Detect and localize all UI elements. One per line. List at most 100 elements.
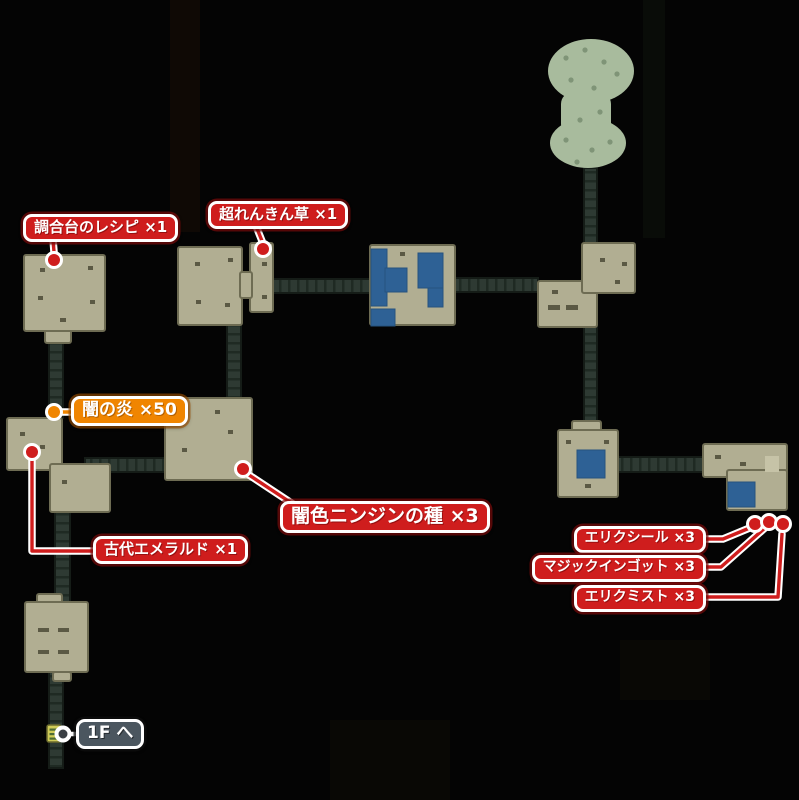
shadow-shape [643, 0, 665, 238]
label-compounding-table-recipe: 調合台のレシピ ×1 [23, 214, 179, 242]
door-mark [195, 262, 200, 266]
cave-blob [561, 92, 611, 136]
map-corridor [617, 456, 704, 473]
door-mark [262, 262, 267, 266]
leader-line [702, 525, 754, 541]
label-elixir: エリクシール ×3 [573, 526, 706, 553]
rooms-layer [6, 242, 788, 682]
label-dark-carrot-seeds: 闇色ニンジンの種 ×3 [280, 501, 490, 534]
leader-lines-layer [28, 222, 786, 737]
map-corridor [48, 671, 64, 769]
label-ancient-emerald: 古代エメラルド ×1 [93, 536, 249, 564]
door-mark [228, 430, 233, 434]
door-mark [20, 432, 25, 436]
cave-area [548, 39, 634, 168]
label-elix-mist: エリクミスト ×3 [573, 585, 706, 612]
door-mark [400, 252, 405, 256]
map-corridor [226, 324, 242, 399]
door-mark [182, 448, 187, 452]
door-mark [58, 628, 69, 632]
cave-speckle [607, 139, 613, 145]
door-mark [566, 305, 578, 310]
shadow-shape [620, 640, 710, 700]
door-mark [225, 303, 230, 307]
cave-speckle [568, 77, 574, 83]
cave-speckle [597, 109, 603, 115]
map-corridor [583, 326, 598, 424]
item-dot [234, 460, 252, 478]
door-mark [196, 300, 201, 304]
map-room [24, 601, 89, 673]
map-room [23, 254, 106, 332]
room-door-marks [20, 252, 746, 654]
door-mark [262, 295, 267, 299]
door-mark [604, 440, 609, 444]
map-room [581, 242, 636, 294]
item-dots-layer [23, 240, 792, 743]
stairs-step [49, 728, 59, 731]
cave-speckle [582, 47, 588, 53]
leader-line [244, 471, 298, 508]
cave-speckle [601, 59, 607, 65]
item-dot [774, 515, 792, 533]
door-mark [38, 650, 49, 654]
cave-speckle [577, 117, 583, 123]
door-mark [715, 455, 721, 459]
door-mark [566, 440, 571, 444]
door-mark [215, 410, 220, 414]
map-room [49, 463, 111, 513]
item-dot [254, 240, 272, 258]
leader-line [702, 525, 768, 569]
door-mark [552, 290, 558, 294]
door-mark [585, 484, 591, 488]
floor-panel [765, 456, 779, 472]
label-dark-flame: 闇の炎 ×50 [71, 396, 188, 427]
water-area [417, 252, 444, 289]
door-mark [600, 258, 605, 262]
map-corridor [54, 511, 71, 603]
door-mark [38, 296, 43, 300]
label-super-alchemy-grass: 超れんきん草 ×1 [208, 201, 349, 229]
door-mark [228, 258, 233, 262]
stairs-step [49, 733, 59, 736]
cave-speckle [589, 147, 595, 153]
water-area [384, 267, 408, 293]
label-to-1f: 1F へ [76, 719, 145, 750]
unexplored-shadow-shapes [170, 0, 710, 800]
door-mark [88, 266, 93, 270]
door-mark [622, 262, 627, 266]
door-mark [40, 445, 45, 449]
door-mark [40, 268, 45, 272]
door-mark [548, 305, 560, 310]
cave-speckle [574, 159, 580, 165]
corridors-layer [48, 167, 704, 769]
leader-line [702, 532, 784, 599]
map-room [52, 671, 72, 682]
map-corridor [583, 167, 598, 244]
water-area [370, 308, 396, 327]
stairs-step [49, 737, 59, 740]
water-area [427, 287, 444, 308]
leader-line [30, 457, 97, 553]
cave-speckle [563, 55, 569, 61]
door-mark [60, 318, 66, 322]
map-room [239, 271, 253, 299]
door-mark [740, 462, 746, 466]
cave-speckle [614, 71, 620, 77]
water-layer [370, 248, 779, 508]
door-mark [90, 300, 95, 304]
cave-speckle [563, 137, 569, 143]
cave-blob [548, 39, 634, 103]
shadow-shape [170, 0, 200, 232]
shadow-shape [330, 720, 450, 800]
water-area [727, 481, 756, 508]
map-corridor [454, 277, 539, 293]
door-mark [62, 480, 67, 484]
item-dot [23, 443, 41, 461]
map-corridor [272, 278, 371, 294]
door-mark [615, 280, 620, 284]
water-area [576, 449, 606, 479]
item-dot [45, 403, 63, 421]
